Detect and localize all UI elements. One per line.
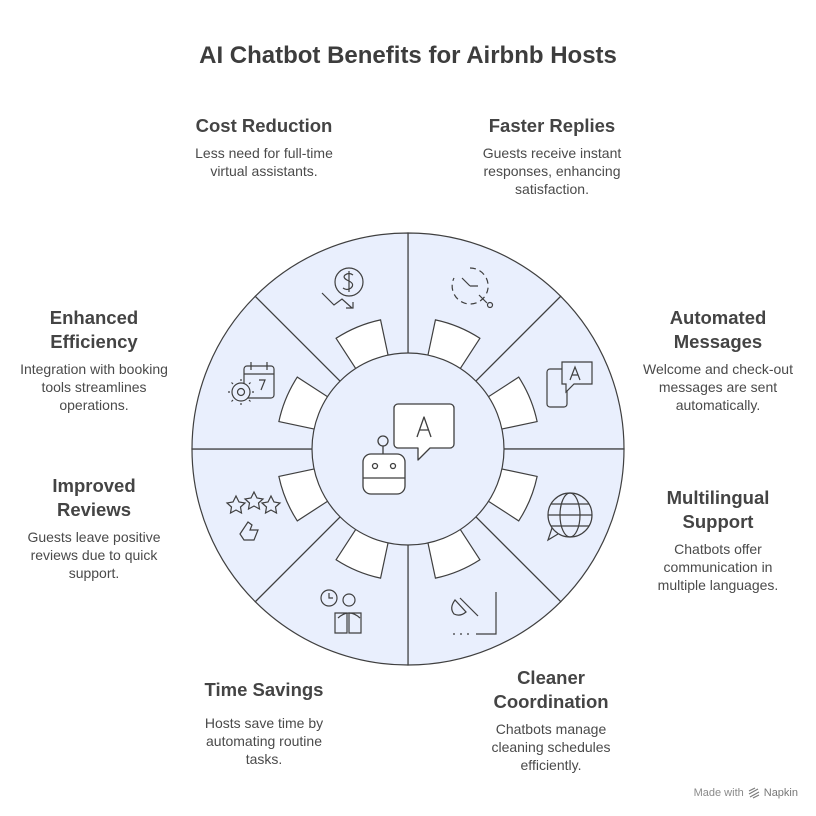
robot-chat-icon <box>362 403 455 495</box>
globe-chat-icon <box>546 492 593 542</box>
center-hub <box>311 352 505 546</box>
heading-cleaner-coordination: Cleaner Coordination <box>493 667 609 712</box>
dollar-decline-icon <box>321 267 364 309</box>
stars-thumb-icon <box>225 490 282 541</box>
label-multilingual-support: Multilingual Support Chatbots offer comm… <box>632 486 804 594</box>
gear-calendar-icon <box>228 362 275 405</box>
label-improved-reviews: Improved Reviews Guests leave positive r… <box>14 474 174 582</box>
description-enhanced-efficiency: Integration with booking tools streamlin… <box>20 361 168 413</box>
description-cleaner-coordination: Chatbots manage cleaning schedules effic… <box>491 721 611 773</box>
description-improved-reviews: Guests leave positive reviews due to qui… <box>27 529 161 581</box>
napkin-logo-icon <box>748 787 760 799</box>
heading-cost-reduction: Cost Reduction <box>195 115 333 136</box>
description-faster-replies: Guests receive instant responses, enhanc… <box>482 145 622 197</box>
broom-icon <box>451 592 497 635</box>
label-faster-replies: Faster Replies Guests receive instant re… <box>442 114 662 198</box>
phone-message-icon <box>546 361 593 408</box>
description-time-savings: Hosts save time by automating routine ta… <box>204 715 324 767</box>
description-cost-reduction: Less need for full-time virtual assistan… <box>195 145 333 179</box>
heading-automated-messages: Automated Messages <box>669 307 767 352</box>
heading-faster-replies: Faster Replies <box>488 115 616 136</box>
label-cost-reduction: Cost Reduction Less need for full-time v… <box>154 114 374 180</box>
heading-enhanced-efficiency: Enhanced Efficiency <box>49 307 139 352</box>
label-cleaner-coordination: Cleaner Coordination Chatbots manage cle… <box>472 666 630 774</box>
clock-reading-person-icon <box>320 589 362 634</box>
diagram-title: AI Chatbot Benefits for Airbnb Hosts <box>199 42 617 69</box>
wheel-notches <box>278 319 538 579</box>
heading-multilingual-support: Multilingual Support <box>666 487 770 532</box>
label-enhanced-efficiency: Enhanced Efficiency Integration with boo… <box>8 306 180 414</box>
heading-time-savings: Time Savings <box>204 679 324 700</box>
description-multilingual-support: Chatbots offer communication in multiple… <box>657 541 779 593</box>
brand-name: Napkin <box>763 787 798 799</box>
label-automated-messages: Automated Messages Welcome and check-out… <box>634 306 802 414</box>
clock-timer-icon <box>451 267 494 309</box>
footer-credit: Made with Napkin <box>694 787 798 799</box>
description-automated-messages: Welcome and check-out messages are sent … <box>643 361 793 413</box>
made-with-text: Made with <box>693 787 744 799</box>
heading-improved-reviews: Improved Reviews <box>52 475 136 520</box>
label-time-savings: Time Savings Hosts save time by automati… <box>180 678 348 768</box>
